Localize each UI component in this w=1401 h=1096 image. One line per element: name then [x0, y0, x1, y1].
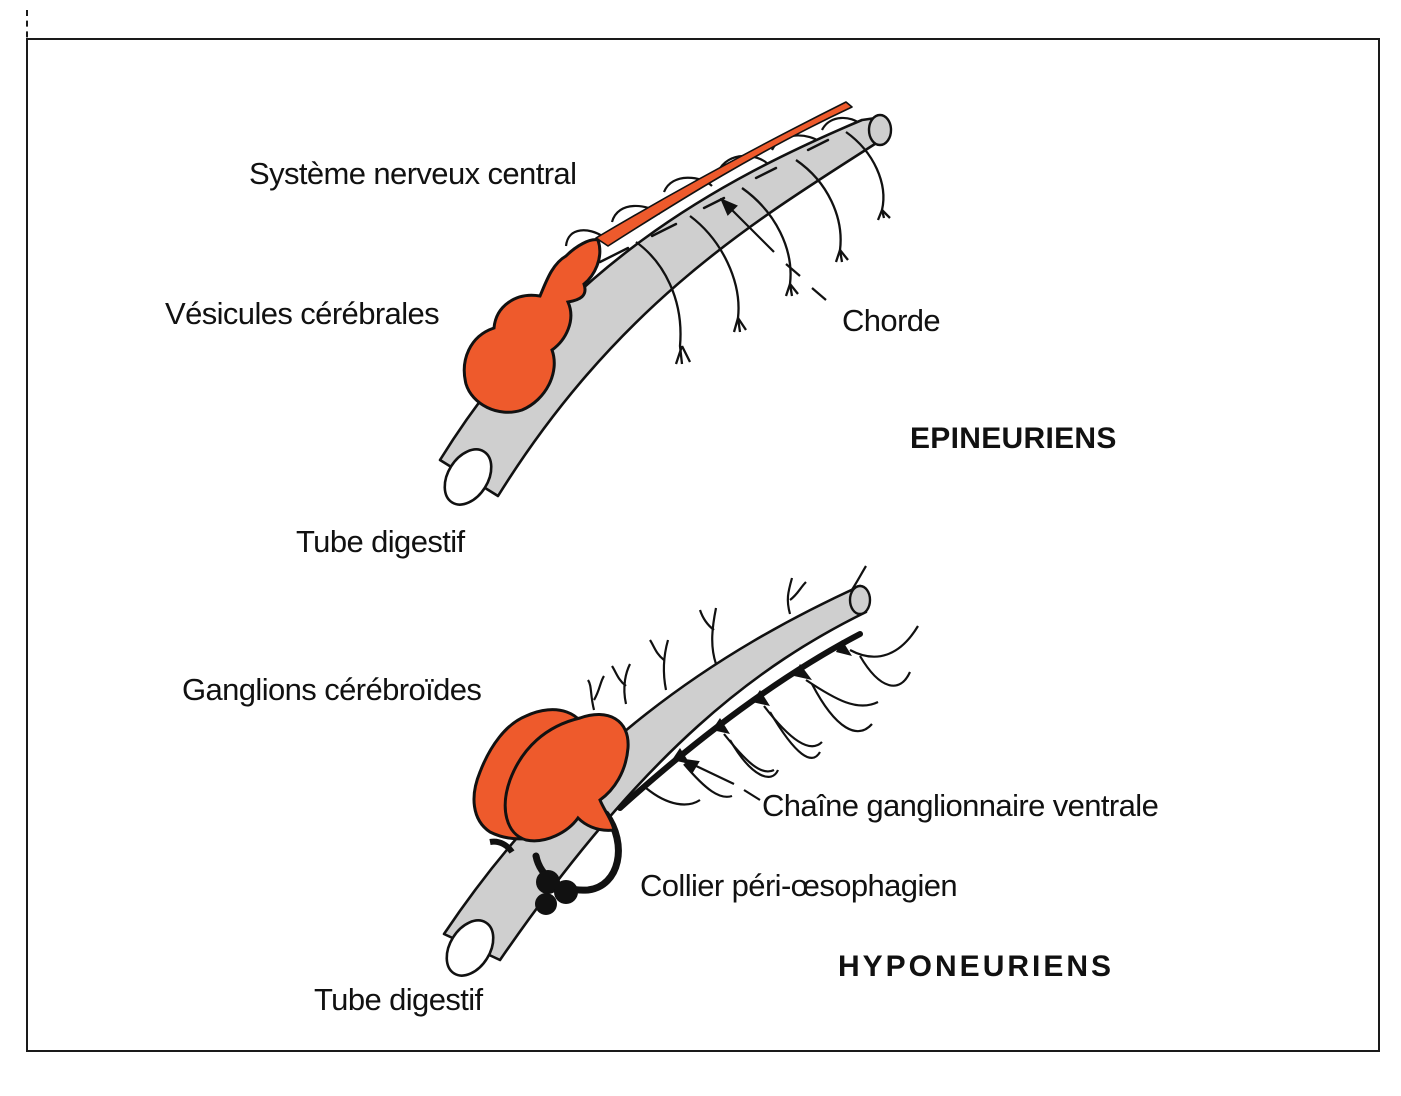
figure-frame: [26, 38, 1380, 1052]
label-ventral-ganglion-chain: Chaîne ganglionnaire ventrale: [762, 788, 1159, 823]
section-title-hyponeuriens: HYPONEURIENS: [838, 950, 1115, 983]
hypo-cerebroid-ganglion-right: [503, 713, 630, 843]
section-title-epineuriens: EPINEURIENS: [910, 422, 1117, 455]
hypo-periesophageal-collar: [489, 810, 622, 915]
hypo-ventral-nerves: [645, 625, 919, 806]
epi-tube-back-end: [867, 113, 893, 147]
label-periesophageal-collar: Collier péri-œsophagien: [640, 868, 958, 903]
hyponeuriens-illustration: [442, 565, 919, 977]
hypo-tube-back-end: [848, 584, 872, 616]
hypo-ventral-ganglion-chain: [617, 631, 863, 811]
hypo-chain-pointer: [681, 758, 761, 801]
epi-ring-nerves: [635, 131, 891, 365]
epi-notochord-marks: [598, 138, 830, 264]
label-digestive-tube-epi: Tube digestif: [296, 524, 465, 559]
epineuriens-illustration: [438, 101, 893, 506]
label-cerebroid-ganglia: Ganglions cérébroïdes: [182, 672, 482, 707]
epi-cerebral-vesicles: [462, 238, 602, 414]
epi-central-nervous-system: [595, 101, 853, 247]
hypo-tube-opening: [445, 919, 495, 977]
label-digestive-tube-hypo: Tube digestif: [314, 982, 483, 1017]
epi-notochord-pointer: [719, 197, 827, 301]
label-cerebral-vesicles: Vésicules cérébrales: [165, 296, 440, 331]
label-notochord: Chorde: [842, 303, 941, 338]
label-central-nervous-system: Système nerveux central: [249, 156, 577, 191]
epi-tube-opening: [443, 448, 493, 506]
